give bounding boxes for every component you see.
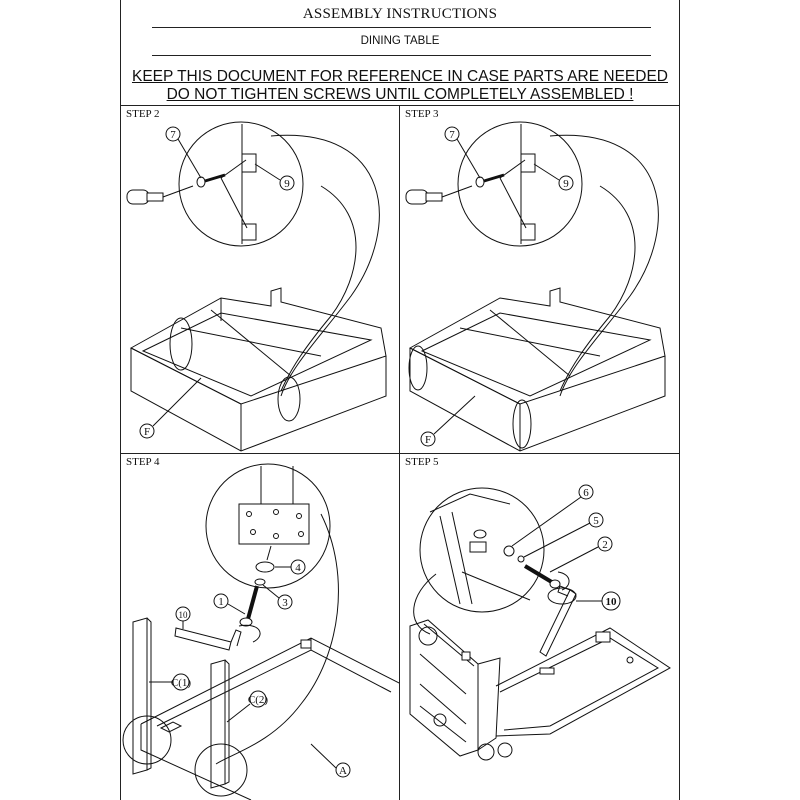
callout-7-text: 7 [449, 129, 455, 141]
callout-f [139, 423, 155, 439]
step-4-diagram: 4 3 1 10 C(1) C(2) A [122, 463, 399, 800]
detail-circle [178, 121, 304, 247]
detail-circle [419, 487, 545, 613]
lock-washer-icon [254, 578, 266, 586]
bolt-icon [239, 585, 259, 627]
step-2-label: STEP 2 [126, 108, 160, 120]
sweep-arrow [215, 513, 339, 765]
document-subtitle: DINING TABLE [360, 35, 440, 47]
warning-line-1: KEEP THIS DOCUMENT FOR REFERENCE IN CASE… [131, 68, 668, 85]
callout-a [335, 762, 351, 778]
callout-f-text: F [144, 426, 150, 438]
screw-icon [475, 173, 505, 188]
callout-9 [558, 175, 574, 191]
callout-1 [213, 593, 229, 609]
page-frame [120, 0, 680, 800]
grid-line-top [120, 105, 680, 106]
callout-1-text: 1 [218, 596, 224, 608]
callout-c2-text: C(2) [248, 694, 269, 706]
screw-icon [196, 173, 226, 188]
step-5-diagram: 6 5 2 10 [409, 484, 671, 761]
callout-7 [165, 126, 181, 142]
grid-line-middle [120, 453, 680, 454]
callout-9-text: 9 [563, 178, 569, 190]
callout-3-text: 3 [282, 597, 288, 609]
screwdriver-icon [126, 185, 194, 205]
sweep-arrow-inner [559, 185, 636, 392]
callout-c2 [249, 690, 267, 708]
corner-bracket [238, 466, 310, 545]
callout-c1-text: C(1) [171, 677, 192, 689]
title-rule [152, 27, 651, 28]
warning-line-2: DO NOT TIGHTEN SCREWS UNTIL COMPLETELY A… [166, 86, 634, 103]
allen-key-icon [174, 624, 261, 651]
step-4-label: STEP 4 [126, 456, 160, 468]
callout-7 [444, 126, 460, 142]
callout-7-text: 7 [170, 129, 176, 141]
washer-icon [255, 561, 275, 573]
document-title: ASSEMBLY INSTRUCTIONS [302, 6, 498, 22]
screwdriver-icon [405, 185, 473, 205]
callout-4-text: 4 [295, 562, 301, 574]
bracket-top [520, 153, 536, 173]
detail-leg [429, 493, 531, 605]
sweep-arrow [413, 573, 437, 635]
callout-10-text: 10 [606, 596, 618, 608]
bracket-bottom [241, 223, 257, 241]
washer-icon [503, 545, 515, 557]
callout-f-text: F [425, 434, 431, 446]
callout-9-text: 9 [284, 178, 290, 190]
sweep-arrow-outer [270, 134, 380, 397]
sweep-arrow-inner [280, 185, 357, 392]
bracket-top [241, 153, 257, 173]
allen-key-icon [539, 585, 577, 657]
detail-circle [205, 463, 331, 589]
callout-2 [597, 536, 613, 552]
bolt-icon [523, 564, 570, 591]
callout-f [420, 431, 436, 447]
callout-5-text: 5 [593, 515, 599, 527]
step-3-label: STEP 3 [405, 108, 439, 120]
callout-3 [277, 594, 293, 610]
callout-a-text: A [339, 765, 347, 777]
lock-washer-icon [517, 555, 525, 563]
callout-2-text: 2 [602, 539, 608, 551]
callout-10-text: 10 [179, 610, 189, 620]
callout-6-text: 6 [583, 487, 589, 499]
table-frame [409, 619, 671, 761]
callout-5 [588, 512, 604, 528]
subtitle-rule [152, 55, 651, 56]
table-frame [129, 287, 387, 452]
step-2-diagram: 7 9 F [126, 121, 387, 452]
bracket-bottom [520, 223, 536, 241]
sweep-arrow-outer [549, 134, 659, 397]
grid-line-vertical [399, 105, 400, 800]
callout-6 [578, 484, 594, 500]
callout-9 [279, 175, 295, 191]
detail-circle [457, 121, 583, 247]
step-3-diagram: 7 9 F [405, 121, 666, 452]
table-upside-down [122, 617, 399, 800]
table-frame [408, 287, 666, 452]
step-5-label: STEP 5 [405, 456, 439, 468]
